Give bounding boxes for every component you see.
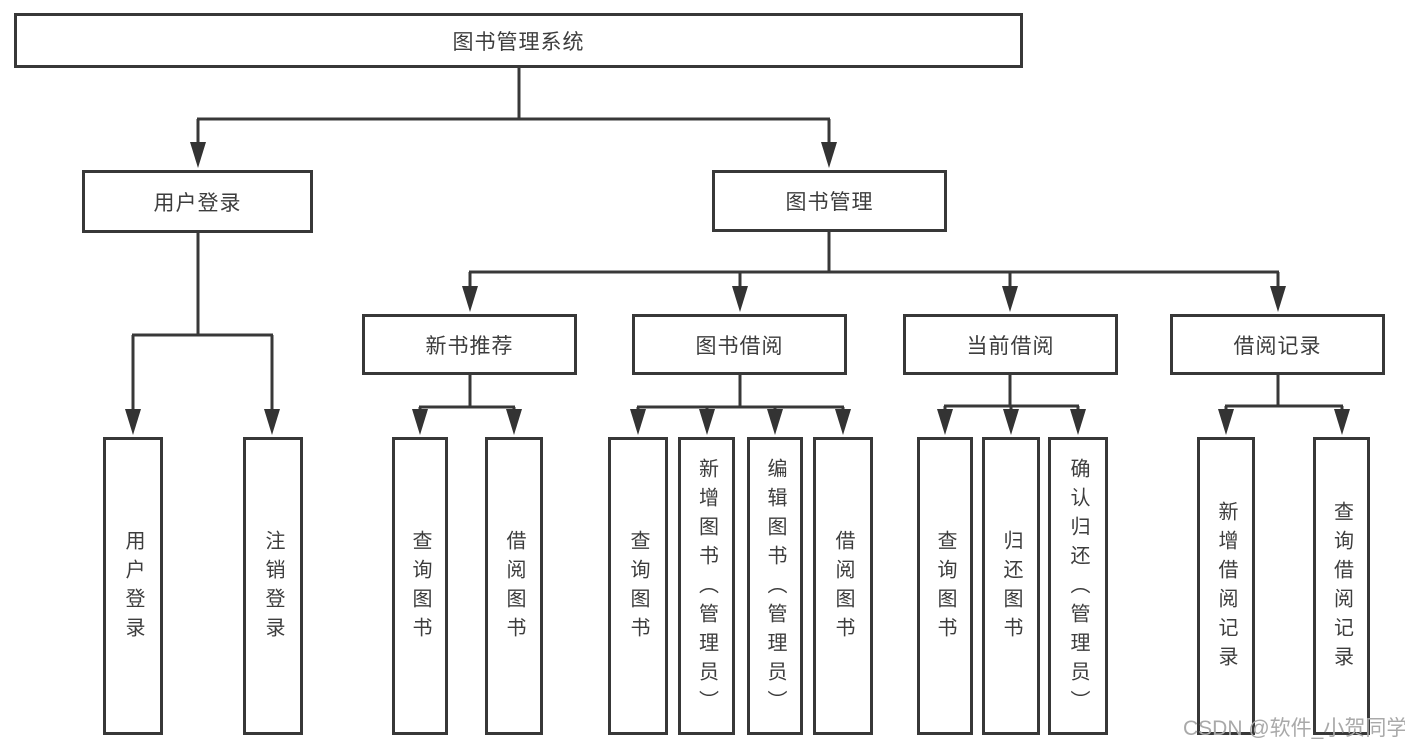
leaf-logout: 注销登录 <box>243 437 303 735</box>
node-book-borrow: 图书借阅 <box>632 314 847 375</box>
leaf-query-books-1: 查询图书 <box>392 437 448 735</box>
node-book-management: 图书管理 <box>712 170 947 232</box>
leaf-confirm-return-admin: 确认归还（管理员） <box>1048 437 1108 735</box>
node-current-borrow: 当前借阅 <box>903 314 1118 375</box>
leaf-add-borrow-record: 新增借阅记录 <box>1197 437 1255 735</box>
leaf-query-books-3: 查询图书 <box>917 437 973 735</box>
leaf-return-books: 归还图书 <box>982 437 1040 735</box>
leaf-edit-books-admin: 编辑图书（管理员） <box>747 437 803 735</box>
leaf-borrow-books-1: 借阅图书 <box>485 437 543 735</box>
node-new-book-recommend: 新书推荐 <box>362 314 577 375</box>
node-borrow-records: 借阅记录 <box>1170 314 1385 375</box>
leaf-add-books-admin: 新增图书（管理员） <box>678 437 735 735</box>
leaf-borrow-books-2: 借阅图书 <box>813 437 873 735</box>
csdn-watermark: CSDN @软件_小贺同学 <box>1183 717 1405 740</box>
leaf-query-borrow-record: 查询借阅记录 <box>1313 437 1370 735</box>
leaf-query-books-2: 查询图书 <box>608 437 668 735</box>
leaf-user-login: 用户登录 <box>103 437 163 735</box>
node-user-login: 用户登录 <box>82 170 313 233</box>
node-root: 图书管理系统 <box>14 13 1023 68</box>
